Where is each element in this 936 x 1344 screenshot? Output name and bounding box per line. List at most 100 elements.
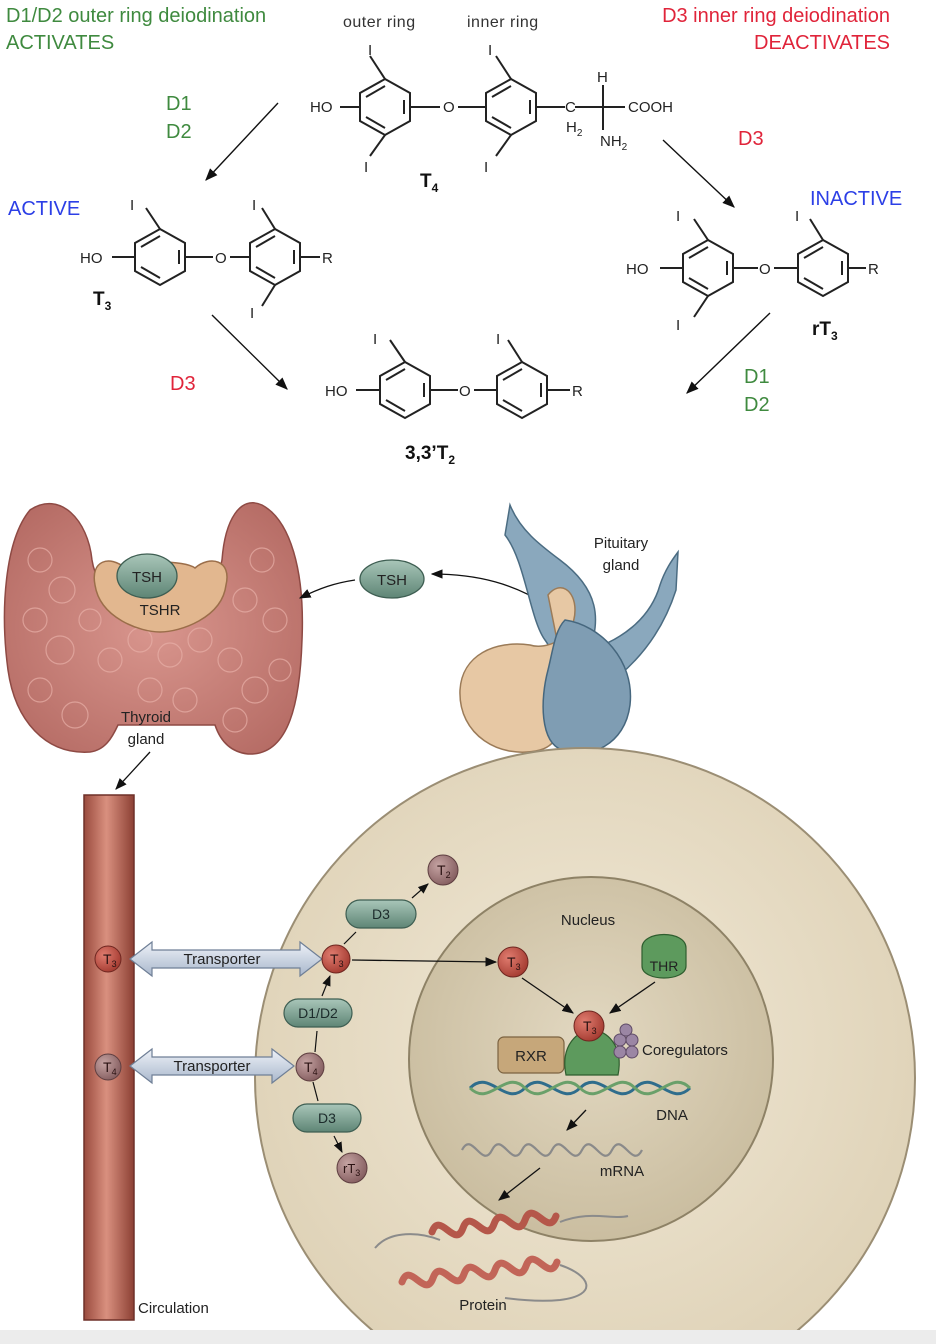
nuclear-t3 [497,946,529,978]
tsh-floating-label: TSH [377,572,407,589]
t3-oxygen: O [215,250,227,267]
enzyme-d3-mid: D3 [170,373,196,395]
rxr-label: RXR [515,1048,547,1065]
rt3-hydroxyl: HO [626,261,649,278]
nucleus-label: Nucleus [561,912,615,929]
d1d2-pill-label: D1/D2 [298,1005,338,1021]
arrow-d3-to-rt3 [333,1135,343,1153]
rt3-iodine-1: I [676,208,680,225]
t4-hydrogen: H [597,69,608,86]
dna-helix [468,1080,692,1096]
nuclear-t3-label: T3 [507,954,521,972]
header-left-line2: ACTIVATES [6,32,114,54]
bottom-scroll-strip [0,1330,936,1344]
d1d2-pill [283,998,353,1028]
header-right-line1: D3 inner ring deiodination [662,5,890,27]
t2-iodine-1: I [373,331,377,348]
arrow-tsh-to-thyroid [298,579,356,599]
enzyme-d2-mid: D2 [744,394,770,416]
t4-hydroxyl: HO [310,99,333,116]
t4-iodine-1: I [368,42,372,59]
dna-label: DNA [656,1107,688,1124]
t2-molecule [356,339,570,420]
arrow-d3-to-t2 [411,883,429,899]
circulating-t3 [94,945,122,973]
arrow-rt3-to-t2 [686,312,771,394]
circulating-t3-label: T3 [103,951,117,969]
bound-t3 [573,1010,605,1042]
inactive-label: INACTIVE [810,188,902,210]
t4-label: T4 [420,171,439,195]
t2-iodine-2: I [496,331,500,348]
pituitary-gland [459,502,679,754]
circulating-t4 [94,1053,122,1081]
t3-molecule [112,207,320,307]
tsh-floating [359,559,425,599]
inner-ring-label: inner ring [467,14,539,31]
thr-label: THR [650,958,679,974]
t4-carbon: C [565,99,576,116]
mrna-label: mRNA [600,1163,644,1180]
d3-pill-lower-label: D3 [318,1110,336,1126]
arrow-t4-to-t3 [205,102,279,181]
enzyme-d3-top: D3 [738,128,764,150]
d3-pill-upper-label: D3 [372,906,390,922]
header-left-line1: D1/D2 outer ring deiodination [6,5,266,27]
arrow-thyroid-to-circulation [115,751,151,790]
protein-structure [374,1209,629,1302]
cytoplasm-t4 [295,1052,325,1082]
thyroid-label-line1: Thyroid [121,709,171,726]
t4-molecule [340,55,625,157]
t3-iodine-3: I [250,305,254,322]
circulation-label: Circulation [138,1300,209,1317]
arrow-thr-to-complex [609,981,656,1014]
t2-r-group: R [572,383,583,400]
coregulators-label: Coregulators [642,1042,728,1059]
arrow-t4-to-rt3 [662,139,735,208]
header-right-line2: DEACTIVATES [754,32,890,54]
line-t4-to-d1d2 [314,1030,318,1053]
line-t4-to-d3 [312,1081,319,1102]
mrna-strand [461,1143,643,1157]
arrow-d1d2-to-t3 [321,974,331,997]
t3-iodine-2: I [252,197,256,214]
t4-iodine-3: I [488,42,492,59]
coregulators-cluster [613,1023,639,1059]
cytoplasm-t2 [427,854,459,886]
rt3-oxygen: O [759,261,771,278]
cytoplasm-rt3-label: rT3 [343,1161,360,1178]
rt3-iodine-2: I [676,317,680,334]
enzyme-d1-top: D1 [166,93,192,115]
rt3-label: rT3 [812,319,838,343]
t2-hydroxyl: HO [325,383,348,400]
cytoplasm-rt3 [336,1152,368,1184]
t3-label: T3 [93,289,112,313]
enzyme-d2-top: D2 [166,121,192,143]
tshr-label: TSHR [140,602,181,619]
pituitary-label-line1: Pituitary [594,535,649,552]
active-label: ACTIVE [8,198,80,220]
t4-iodine-4: I [484,159,488,176]
enzyme-d1-mid: D1 [744,366,770,388]
arrow-t3-to-nucleus [351,957,498,967]
t3-hydroxyl: HO [80,250,103,267]
rt3-iodine-3: I [795,208,799,225]
transporter-t3-label: Transporter [184,951,261,968]
d3-pill-lower [292,1103,362,1133]
t3-r-group: R [322,250,333,267]
rt3-molecule [660,218,866,318]
pituitary-label-line2: gland [603,557,640,574]
circulating-t4-label: T4 [103,1059,117,1077]
t4-oxygen: O [443,99,455,116]
t4-iodine-2: I [364,159,368,176]
t2-oxygen: O [459,383,471,400]
cytoplasm-t3 [321,944,351,974]
line-t3-to-d3 [343,931,357,945]
rt3-r-group: R [868,261,879,278]
thyroid-label-line2: gland [128,731,165,748]
arrow-dna-to-mrna [566,1109,587,1131]
d3-pill-upper [345,899,417,929]
t2-label: 3,3’T2 [405,443,455,467]
arrow-mrna-to-protein [498,1167,541,1201]
